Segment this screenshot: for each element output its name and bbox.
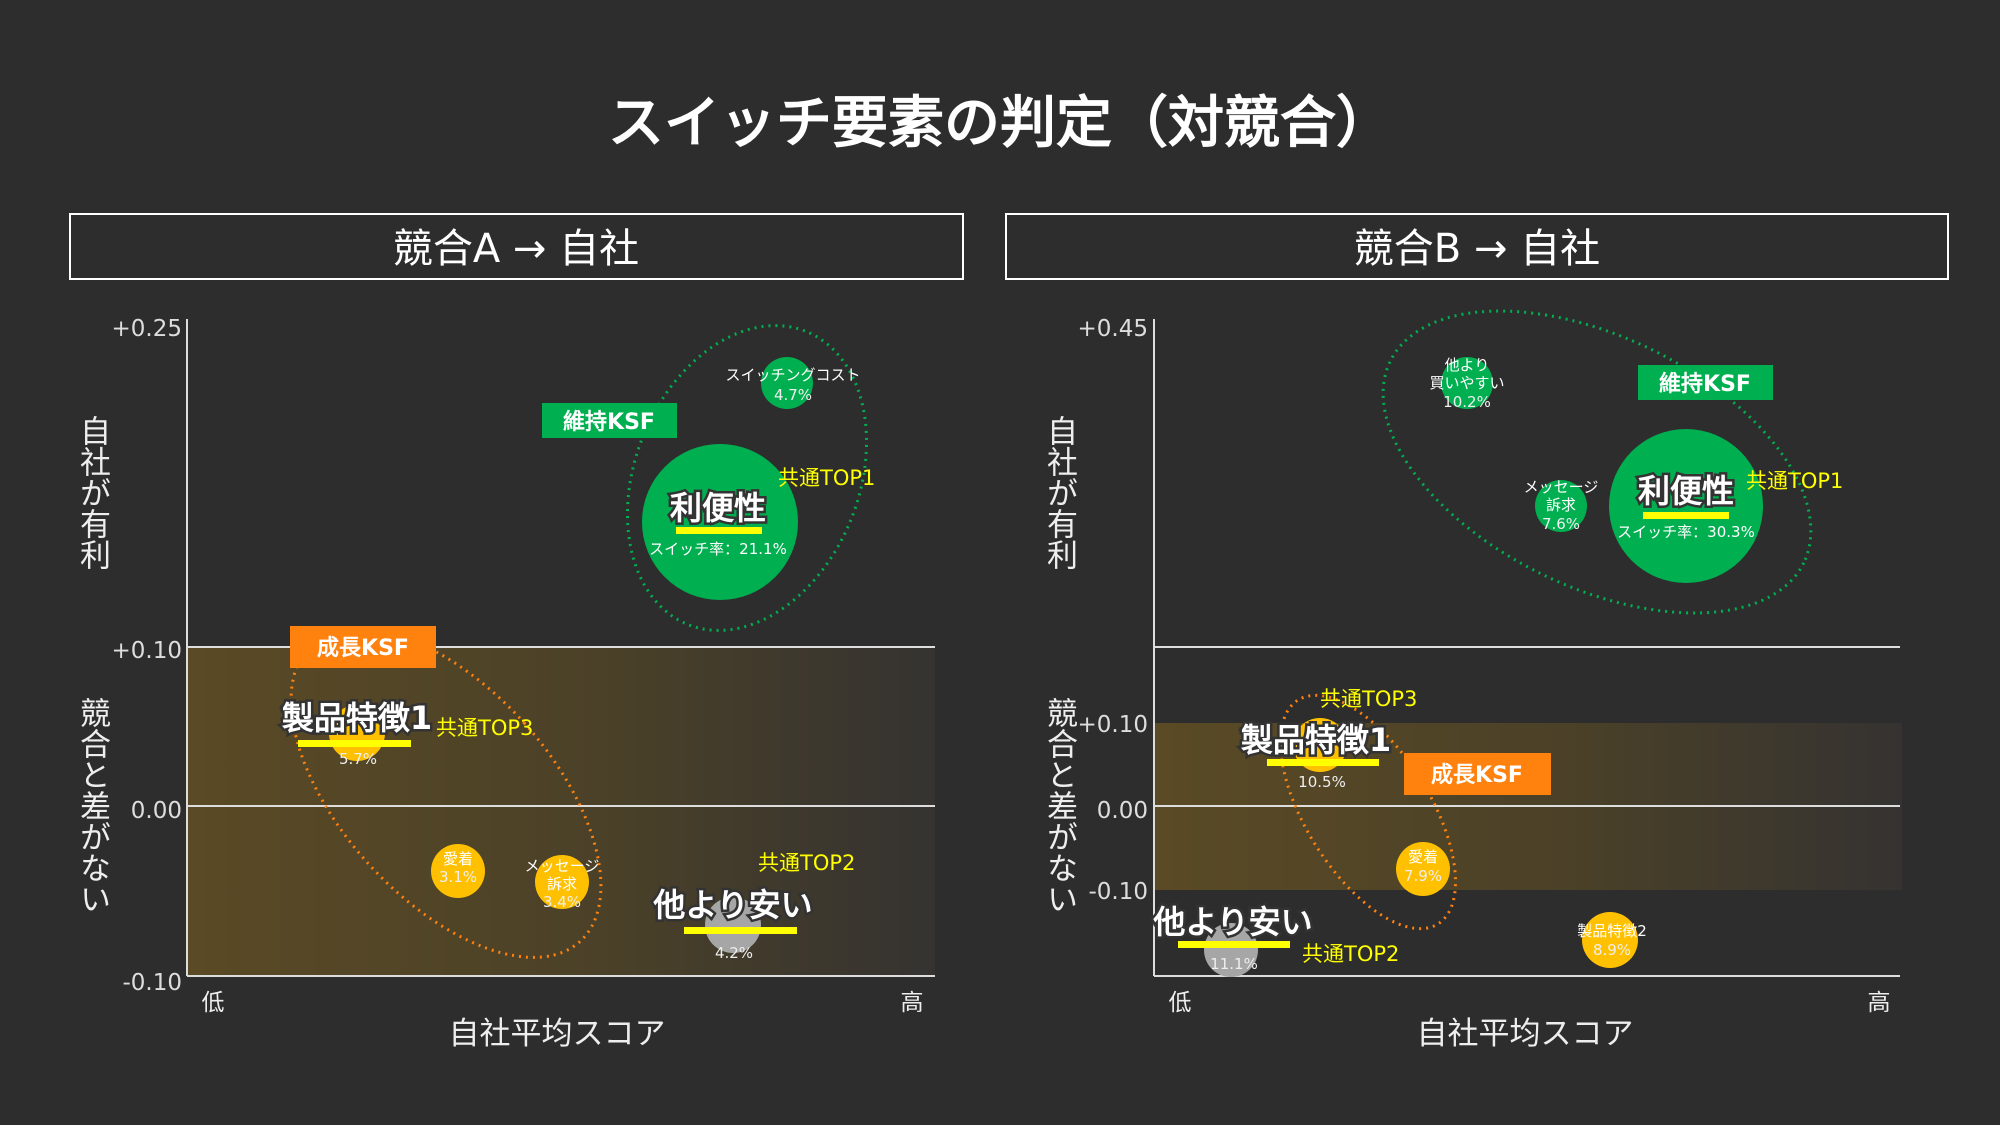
y-tick: -0.10 <box>1088 879 1148 905</box>
panel-competitor-a: 競合A → 自社 +0.25 +0.10 0.00 -0.10 自社が有利 競合… <box>69 213 964 1052</box>
bubble-message-appeal <box>535 855 589 909</box>
bubble-value: 7.9% <box>1404 867 1442 885</box>
bubble-attachment <box>1396 842 1450 896</box>
bubble-value: 5.7% <box>339 750 377 768</box>
bubble-label: 訴求 <box>547 875 577 893</box>
parity-band <box>188 647 935 976</box>
bubble-convenience <box>642 444 798 600</box>
common-top3-label: 共通TOP3 <box>1320 687 1417 711</box>
panel-header: 競合B → 自社 <box>1354 226 1600 272</box>
bubble-value: スイッチ率：21.1% <box>649 540 787 558</box>
page-title: スイッチ要素の判定（対競合） <box>608 91 1392 156</box>
common-top2-label: 共通TOP2 <box>1302 942 1399 966</box>
bubble-cheaper <box>1204 923 1258 977</box>
keep-ksf-label: 維持KSF <box>563 409 655 435</box>
bubble-value: 10.2% <box>1443 393 1491 411</box>
bubble-label: 製品特徴1 <box>282 699 432 737</box>
y-label-top: 自社が有利 <box>74 415 111 570</box>
x-axis-label: 自社平均スコア <box>1417 1016 1634 1052</box>
common-top2-label: 共通TOP2 <box>758 851 855 875</box>
bubble-label: 製品特徴2 <box>1577 922 1647 940</box>
bubble-label: メッセージ <box>1524 478 1599 496</box>
panel-header-box <box>69 213 964 280</box>
bubble-value: 11.1% <box>1210 955 1258 973</box>
bubble-label: 愛着 <box>443 850 473 868</box>
bubble-label: 利便性 <box>670 489 766 527</box>
bubble-easier-to-buy <box>1441 357 1493 409</box>
bubble-label: メッセージ <box>525 857 600 875</box>
y-label-bottom: 競合と差がない <box>74 697 110 914</box>
y-label-bottom: 競合と差がない <box>1041 697 1077 914</box>
y-tick: +0.25 <box>112 316 182 342</box>
highlight-underline <box>676 527 762 534</box>
bubble-value: 3.1% <box>439 868 477 886</box>
panel-header-box <box>1005 213 1949 280</box>
bubble-value: 8.9% <box>1593 941 1631 959</box>
x-high: 高 <box>1868 990 1891 1016</box>
grow-ksf-label: 成長KSF <box>1431 763 1523 788</box>
bubble-value: 10.5% <box>1298 773 1346 791</box>
keep-ksf-tag <box>542 403 677 438</box>
bubble-product-feature-2 <box>1582 912 1638 968</box>
bubble-label: 訴求 <box>1546 496 1576 514</box>
y-tick: 0.00 <box>131 798 182 824</box>
y-tick: -0.10 <box>122 970 182 996</box>
keep-ksf-label: 維持KSF <box>1659 371 1751 397</box>
x-axis-label: 自社平均スコア <box>449 1016 666 1052</box>
highlight-underline <box>1178 941 1290 948</box>
common-top1-label: 共通TOP1 <box>1746 469 1843 493</box>
bubble-message-appeal <box>1535 480 1587 532</box>
bubble-switching-cost <box>761 357 813 409</box>
highlight-underline <box>298 740 411 747</box>
bubble-cheaper <box>705 897 761 953</box>
y-tick: +0.45 <box>1078 316 1148 342</box>
bubble-label: 利便性 <box>1638 472 1734 510</box>
bubble-label: 愛着 <box>1408 848 1438 866</box>
bubble-attachment <box>431 844 485 898</box>
panel-header: 競合A → 自社 <box>393 226 639 272</box>
bubble-label: 他より安い <box>1152 903 1312 941</box>
y-tick: 0.00 <box>1097 798 1148 824</box>
keep-ksf-tag <box>1638 365 1773 400</box>
y-tick: +0.10 <box>1078 712 1148 738</box>
highlight-underline <box>1643 512 1729 519</box>
highlight-underline <box>684 927 797 934</box>
bubble-label: 他より <box>1445 356 1490 374</box>
bubble-value: 7.6% <box>1542 515 1580 533</box>
y-label-top: 自社が有利 <box>1041 415 1078 570</box>
bubble-value: 3.4% <box>543 893 581 911</box>
panel-competitor-b: 競合B → 自社 +0.45 +0.10 0.00 -0.10 自社が有利 競合… <box>1005 213 1949 1052</box>
bubble-product-feature-1 <box>1293 718 1347 772</box>
bubble-label: 製品特徴1 <box>1241 721 1391 759</box>
bubble-label: 買いやすい <box>1429 374 1504 392</box>
bubble-value: 4.2% <box>715 944 753 962</box>
grow-ksf-tag <box>290 626 436 668</box>
keep-ksf-ellipse <box>1381 309 1813 615</box>
highlight-underline <box>1267 759 1379 766</box>
x-low: 低 <box>1169 990 1192 1016</box>
common-top1-label: 共通TOP1 <box>778 466 875 490</box>
bubble-label: スイッチングコスト <box>725 366 860 384</box>
common-top3-label: 共通TOP3 <box>436 716 533 740</box>
x-low: 低 <box>202 990 225 1016</box>
bubble-convenience <box>1609 429 1763 583</box>
bubble-label: 他より安い <box>652 886 812 924</box>
bubble-value: スイッチ率：30.3% <box>1617 523 1755 541</box>
y-tick: +0.10 <box>112 638 182 664</box>
x-high: 高 <box>901 990 924 1016</box>
bubble-value: 4.7% <box>774 386 812 404</box>
grow-ksf-label: 成長KSF <box>317 636 409 661</box>
grow-ksf-tag <box>1404 753 1551 795</box>
keep-ksf-ellipse <box>625 324 869 632</box>
